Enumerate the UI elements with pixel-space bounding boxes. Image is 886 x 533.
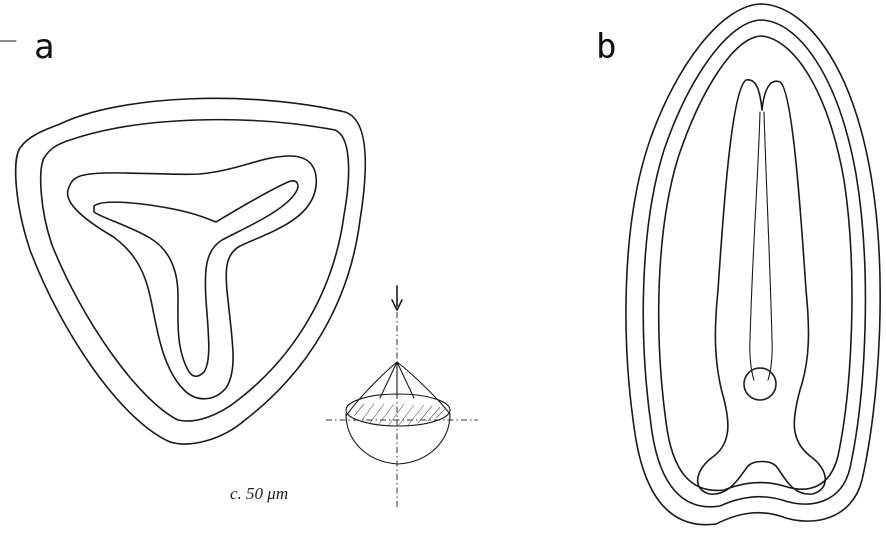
orientation-cone-icon <box>326 286 478 508</box>
spore-b-slit-right <box>764 112 772 380</box>
spore-b-second-wall <box>643 20 865 507</box>
cone-equator <box>346 394 450 426</box>
scale-label: c. 50 μm <box>230 484 288 503</box>
spore-a-trilete-inner <box>94 181 298 376</box>
cone-surface <box>346 362 450 416</box>
spore-b-third-wall <box>659 36 852 490</box>
spore-b-laesura-outer <box>698 80 826 494</box>
spore-b-pore-circle <box>744 368 776 400</box>
spore-b-slit-left <box>750 112 760 380</box>
trilete-spore-icon: c. 50 μm <box>16 98 478 508</box>
spore-a-outer-wall <box>16 98 366 444</box>
panel-label-b: b <box>596 27 616 67</box>
panel-label-a: a <box>34 27 54 67</box>
cone-ribs <box>380 362 414 398</box>
monolete-spore-icon <box>626 4 880 525</box>
